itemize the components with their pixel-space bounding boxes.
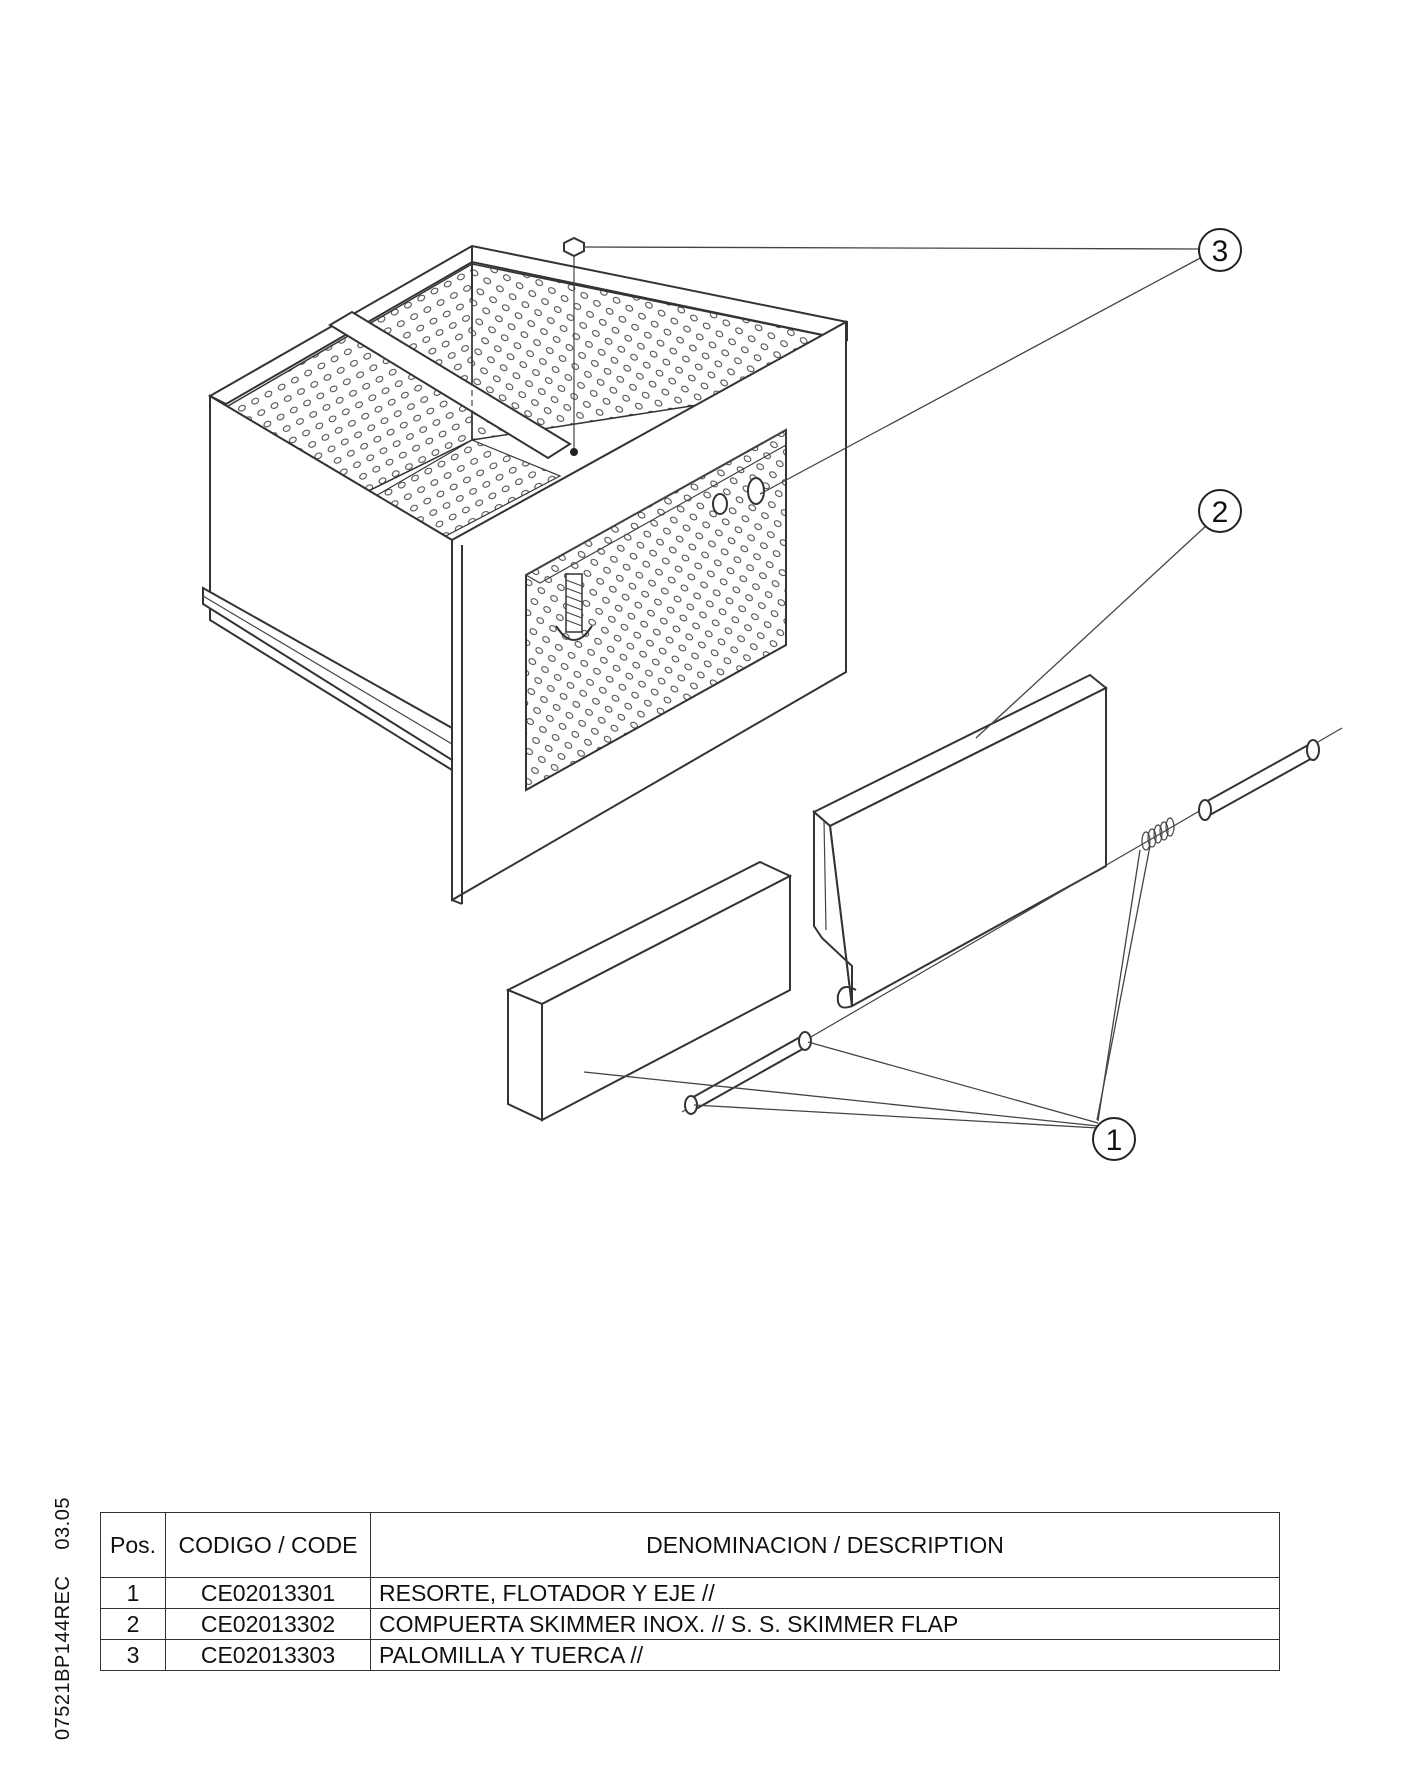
balloon-2: 2 — [1198, 489, 1242, 533]
balloon-3-label: 3 — [1212, 235, 1229, 268]
document-reference: 07521BP144REC 03.05 — [52, 1471, 75, 1740]
row-pos: 3 — [100, 1639, 166, 1671]
axle-spring-assembly — [681, 727, 1343, 1115]
row-code: CE02013303 — [165, 1639, 371, 1671]
document-date: 03.05 — [52, 1497, 74, 1550]
row-description: PALOMILLA Y TUERCA // — [370, 1639, 1280, 1671]
header-description: DENOMINACION / DESCRIPTION — [370, 1512, 1280, 1578]
balloon-2-label: 2 — [1212, 496, 1229, 529]
wing-nut-assembly — [555, 236, 765, 641]
balloon-1: 1 — [1092, 1117, 1136, 1161]
parts-list-table: Pos. CODIGO / CODE DENOMINACION / DESCRI… — [100, 1512, 1280, 1671]
table-row: 3 CE02013303 PALOMILLA Y TUERCA // — [100, 1639, 1280, 1671]
row-pos: 2 — [100, 1608, 166, 1640]
balloon-3: 3 — [1198, 228, 1242, 272]
row-description: RESORTE, FLOTADOR Y EJE // — [370, 1577, 1280, 1609]
table-header-row: Pos. CODIGO / CODE DENOMINACION / DESCRI… — [100, 1512, 1280, 1578]
row-description: COMPUERTA SKIMMER INOX. // S. S. SKIMMER… — [370, 1608, 1280, 1640]
row-code: CE02013301 — [165, 1577, 371, 1609]
balloon-1-label: 1 — [1106, 1124, 1123, 1157]
header-pos: Pos. — [100, 1512, 166, 1578]
skimmer-flap — [812, 673, 1108, 1009]
skimmer-front-frame — [451, 320, 847, 905]
leader-lines — [583, 246, 1208, 1129]
row-code: CE02013302 — [165, 1608, 371, 1640]
document-code: 07521BP144REC — [52, 1575, 74, 1740]
table-row: 1 CE02013301 RESORTE, FLOTADOR Y EJE // — [100, 1577, 1280, 1609]
row-pos: 1 — [100, 1577, 166, 1609]
header-code: CODIGO / CODE — [165, 1512, 371, 1578]
table-row: 2 CE02013302 COMPUERTA SKIMMER INOX. // … — [100, 1608, 1280, 1640]
float-block — [505, 860, 793, 1122]
